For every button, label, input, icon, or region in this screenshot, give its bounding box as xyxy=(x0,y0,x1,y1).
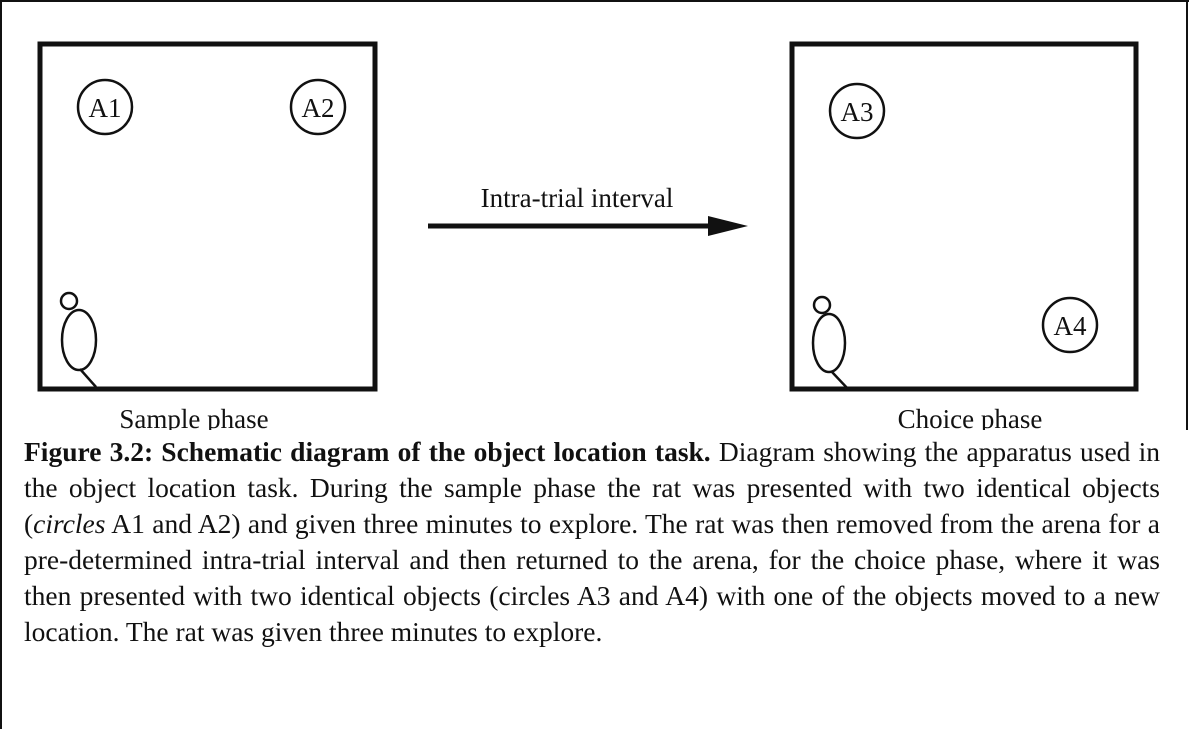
choice-arena: A3 A4 Choice phase xyxy=(789,41,1139,430)
caption-text-part-1: Diagram showing the apparatus used in th… xyxy=(24,436,1160,539)
object-a4-label: A4 xyxy=(1054,311,1087,341)
rat-icon xyxy=(59,291,98,388)
object-a4: A4 xyxy=(1041,296,1099,354)
caption-text-part-2: A1 and A2) and given three minutes to ex… xyxy=(24,508,1160,647)
object-a2-label: A2 xyxy=(302,93,335,123)
figure-border-top xyxy=(2,0,1189,2)
object-location-diagram: A1 A2 Sample phase Intra-trial interval … xyxy=(37,41,1139,430)
arrow-head-icon xyxy=(708,216,748,236)
rat-head-icon xyxy=(812,295,832,315)
rat-body-icon xyxy=(811,312,847,374)
object-a2: A2 xyxy=(289,78,347,136)
rat-icon xyxy=(811,295,850,391)
caption-italic-word: circles xyxy=(33,508,106,539)
figure-border-right xyxy=(1186,0,1188,430)
rat-tail-icon xyxy=(831,371,850,391)
figure-caption: Figure 3.2: Schematic diagram of the obj… xyxy=(24,434,1160,650)
sample-phase-label: Sample phase xyxy=(119,404,268,430)
rat-body-icon xyxy=(60,308,98,372)
object-a4-circle xyxy=(1041,296,1099,354)
intra-trial-interval-label: Intra-trial interval xyxy=(481,183,674,213)
object-a1-label: A1 xyxy=(89,93,122,123)
caption-title: Figure 3.2: Schematic diagram of the obj… xyxy=(24,436,711,467)
rat-tail-icon xyxy=(79,368,97,388)
object-a3-label: A3 xyxy=(841,97,874,127)
choice-phase-label: Choice phase xyxy=(898,404,1043,430)
object-a3-circle xyxy=(828,82,886,140)
object-a3: A3 xyxy=(828,82,886,140)
choice-arena-box xyxy=(789,41,1139,392)
sample-arena: A1 A2 Sample phase xyxy=(37,41,378,430)
rat-head-icon xyxy=(59,291,79,311)
sample-arena-box xyxy=(37,41,378,392)
intra-trial-arrow: Intra-trial interval xyxy=(428,183,748,236)
object-a1: A1 xyxy=(76,78,134,136)
object-a1-circle xyxy=(76,78,134,136)
figure-border-left xyxy=(0,0,2,729)
object-a2-circle xyxy=(289,78,347,136)
